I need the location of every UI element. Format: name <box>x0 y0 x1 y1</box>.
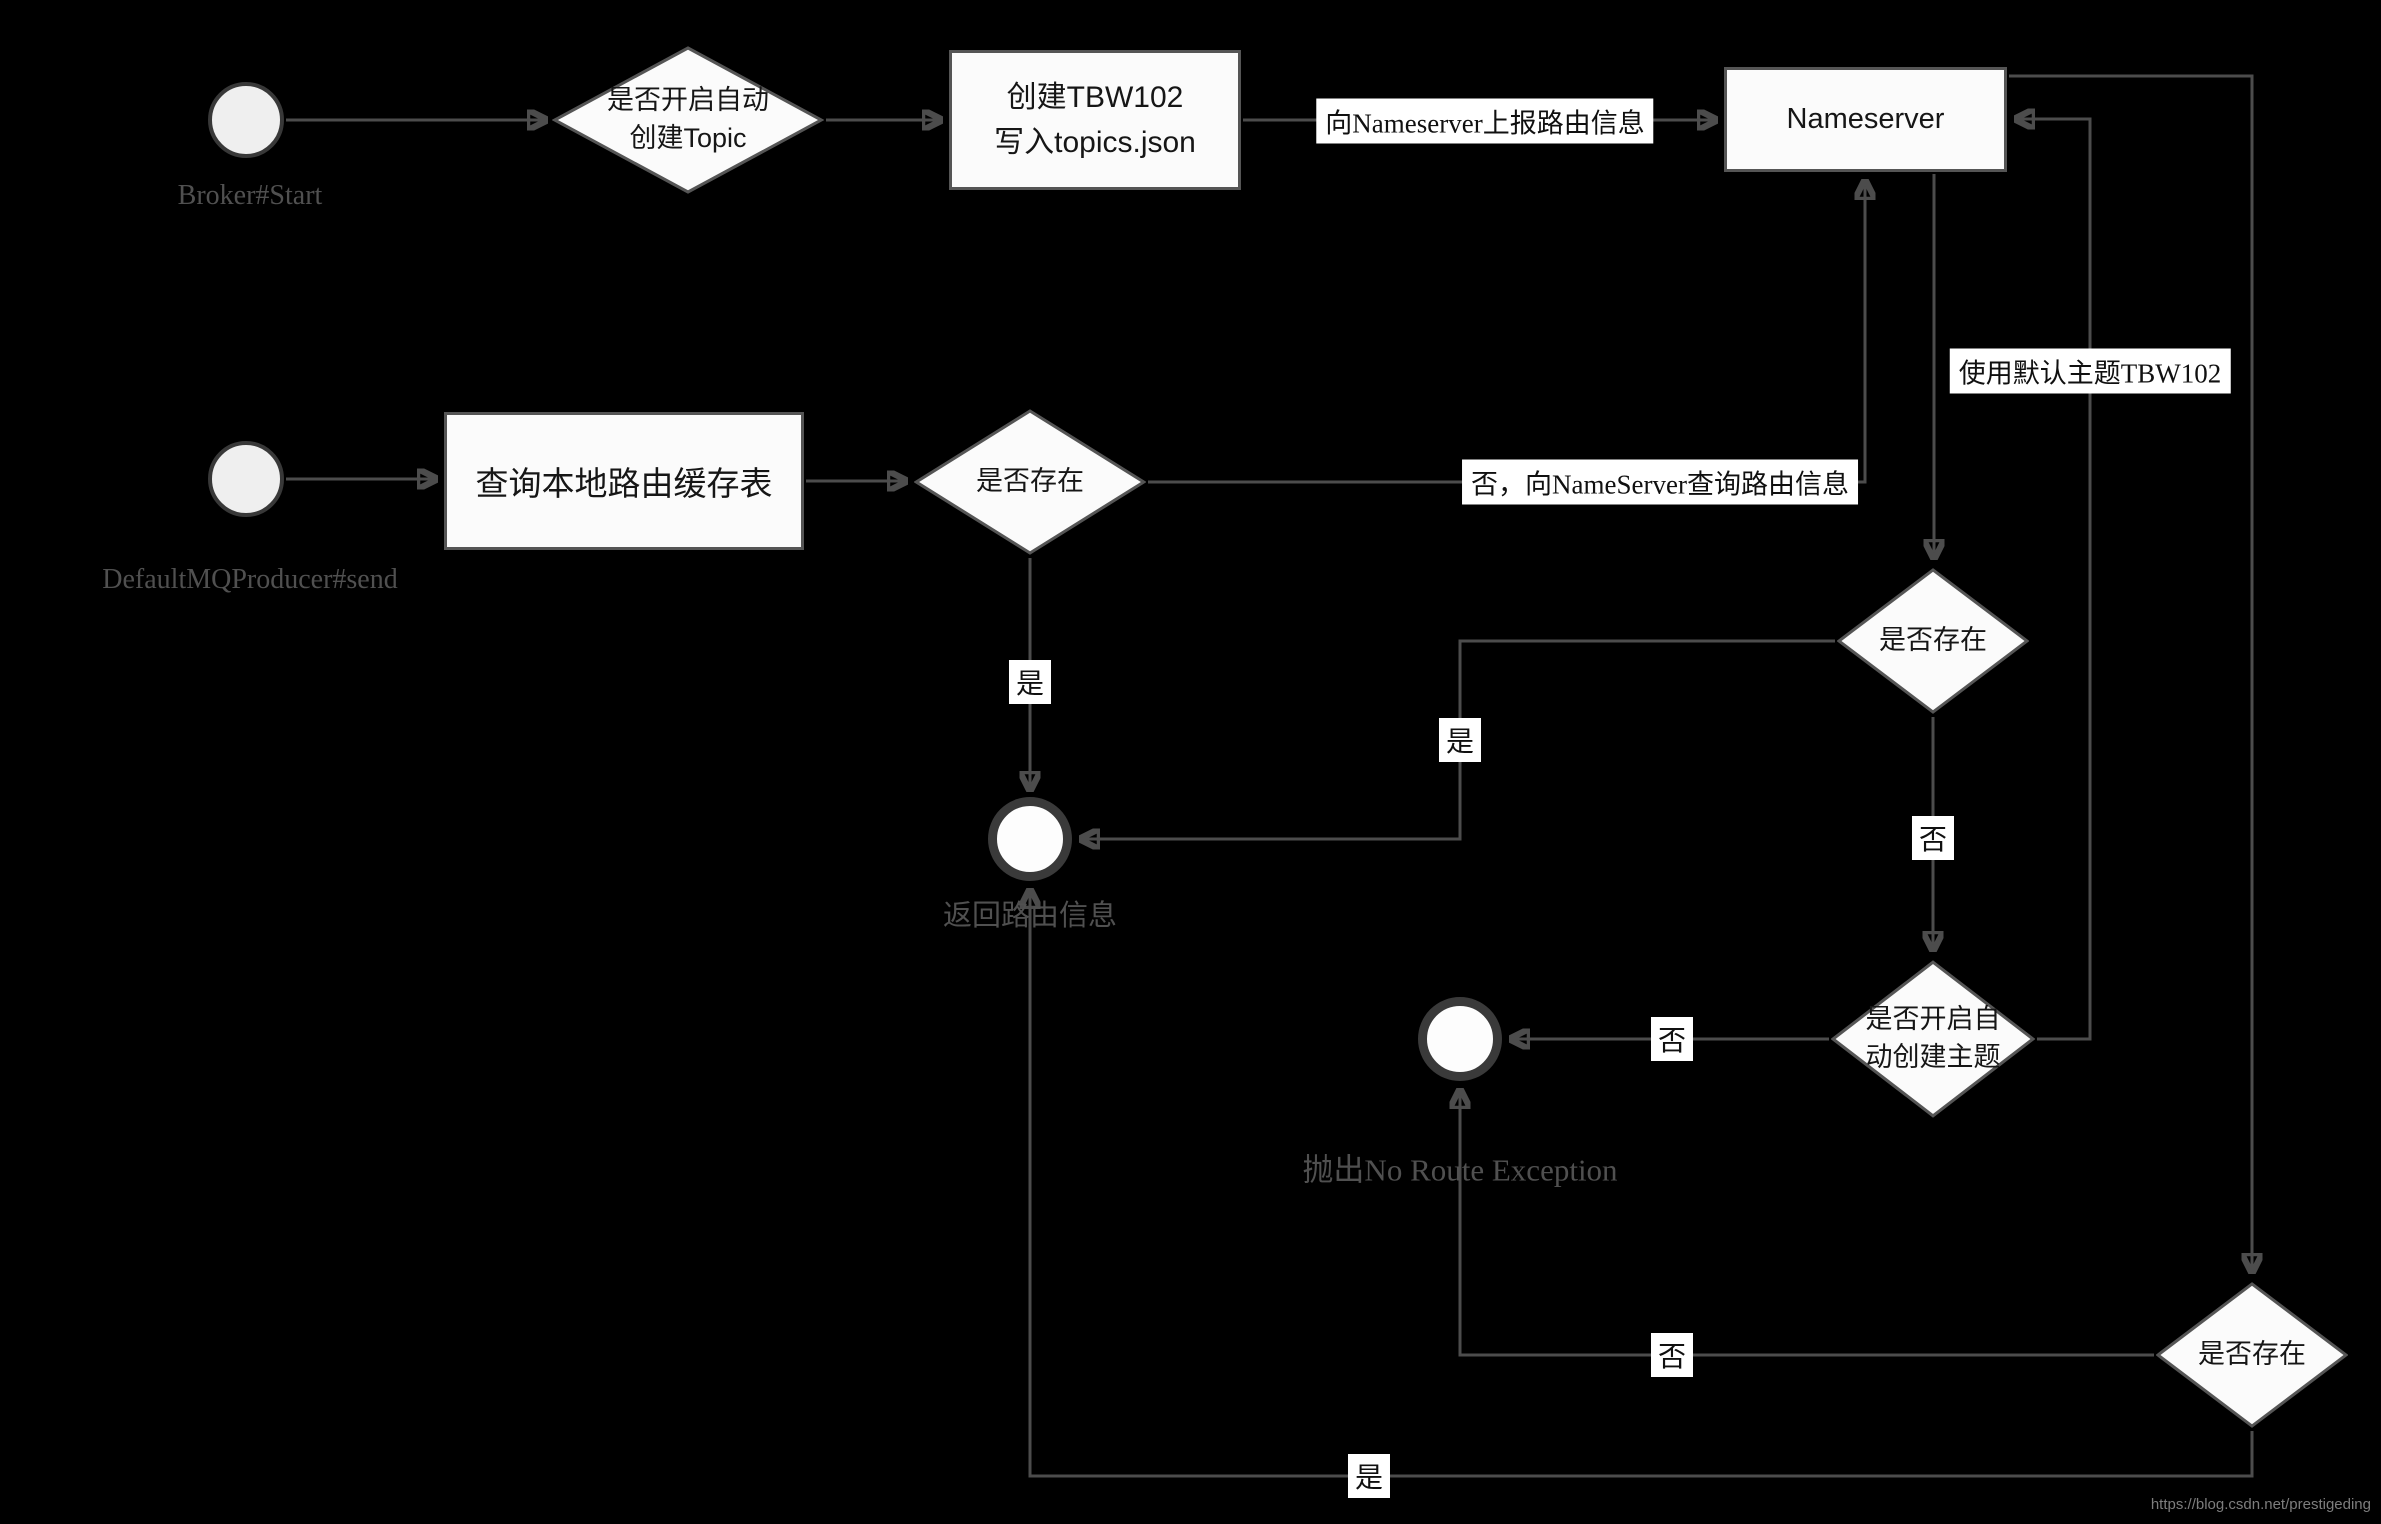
diamond-shape <box>2156 1281 2348 1429</box>
edge-label-no-default: 否 <box>1650 1333 1694 1377</box>
decision-ns-route-exists-label: 是否存在 <box>1879 625 1987 656</box>
node-nameserver: Nameserver <box>1724 67 2007 172</box>
edge-label-yes-ns: 是 <box>1438 718 1482 762</box>
process-create-tbw102: 创建TBW102 写入topics.json <box>949 50 1241 190</box>
decision-auto-create-enabled: 是否开启自 动创建主题 <box>1831 959 2035 1119</box>
producer-send-label: DefaultMQProducer#send <box>102 564 398 595</box>
start-node-broker <box>208 82 284 158</box>
edge-default-exists-no-to-exception <box>1460 1090 2154 1357</box>
no-route-exception-label: 抛出No Route Exception <box>1302 1152 1618 1188</box>
decision-auto-create-enabled-label: 是否开启自 动创建主题 <box>1865 1004 2001 1072</box>
decision-local-route-exists: 是否存在 <box>914 408 1146 556</box>
start-node-producer <box>208 441 284 517</box>
edge-nameserver-to-default-exists <box>2009 74 2252 1272</box>
decision-local-route-exists-label: 是否存在 <box>976 466 1084 497</box>
process-query-local-cache: 查询本地路由缓存表 <box>444 412 804 550</box>
edge-label-query-nameserver: 否，向NameServer查询路由信息 <box>1462 459 1858 505</box>
decision-default-topic-route-exists: 是否存在 <box>2156 1281 2348 1429</box>
return-route-label: 返回路由信息 <box>942 900 1118 932</box>
diamond-shape <box>1831 959 2035 1119</box>
end-node-no-route-exception <box>1418 997 1502 1081</box>
edge-use-default-topic-to-nameserver <box>2016 119 2092 1041</box>
decision-auto-create-topic: 是否开启自动 创建Topic <box>552 45 824 195</box>
edge-default-exists-yes-to-return <box>1030 890 2254 1478</box>
decision-default-topic-route-exists-label: 是否存在 <box>2198 1339 2306 1370</box>
diamond-shape <box>552 45 824 195</box>
edge-query-nameserver <box>1148 181 1865 484</box>
edge-label-yes-default: 是 <box>1347 1454 1391 1498</box>
watermark-url: https://blog.csdn.net/prestigeding <box>2150 1496 2371 1513</box>
edge-label-use-default-topic: 使用默认主题TBW102 <box>1949 348 2231 394</box>
end-node-return-route <box>988 797 1072 881</box>
edge-label-no-ns: 否 <box>1911 816 1955 860</box>
decision-auto-create-topic-label: 是否开启自动 创建Topic <box>607 85 769 153</box>
edge-label-no-auto-create: 否 <box>1650 1017 1694 1061</box>
diamond-shape <box>914 408 1146 556</box>
decision-ns-route-exists: 是否存在 <box>1837 567 2029 715</box>
edge-label-report-route: 向Nameserver上报路由信息 <box>1316 98 1654 144</box>
edge-label-yes-local: 是 <box>1008 660 1052 704</box>
diamond-shape <box>1837 567 2029 715</box>
broker-start-label: Broker#Start <box>177 180 323 211</box>
